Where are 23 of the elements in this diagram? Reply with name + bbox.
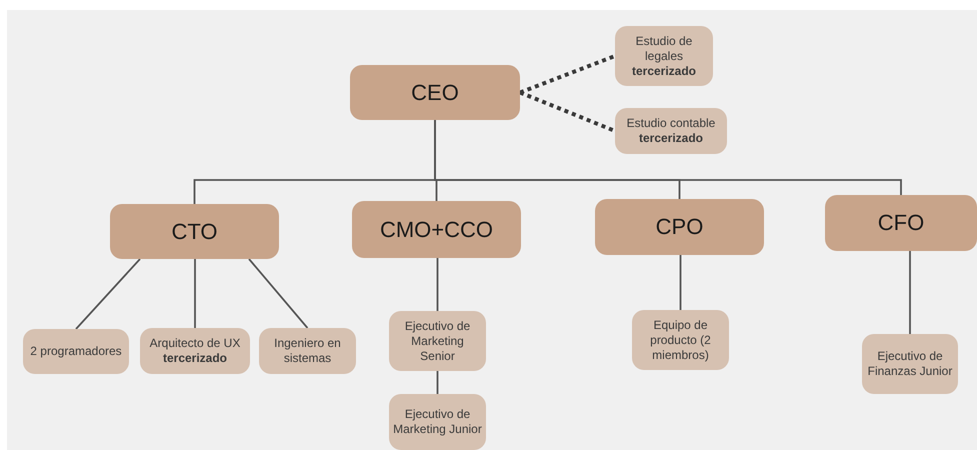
team-box: Ejecutivo de Marketing Junior (389, 394, 486, 450)
team-box: Equipo de producto (2 miembros) (632, 310, 729, 370)
connector-line (248, 258, 308, 329)
team-box: Estudio de legales tercerizado (615, 26, 713, 86)
connector-line (194, 259, 196, 328)
team-box: Arquitecto de UX tercerizado (140, 328, 250, 374)
role-box: CEO (350, 65, 520, 120)
dotted-connector (519, 54, 616, 94)
team-box: 2 programadores (23, 329, 129, 374)
connector-line (436, 258, 438, 311)
connector-line (436, 371, 438, 394)
role-box: CMO+CCO (352, 201, 521, 258)
connector-line (909, 251, 911, 334)
connector-line (75, 258, 141, 330)
team-box: Ejecutivo de Finanzas Junior (862, 334, 958, 394)
team-box: Ingeniero en sistemas (259, 328, 356, 374)
role-box: CTO (110, 204, 279, 259)
connector-line (680, 255, 682, 310)
role-box: CPO (595, 199, 764, 255)
dotted-connector (519, 90, 616, 133)
team-box: Estudio contable tercerizado (615, 108, 727, 154)
role-box: CFO (825, 195, 977, 251)
team-box: Ejecutivo de Marketing Senior (389, 311, 486, 371)
